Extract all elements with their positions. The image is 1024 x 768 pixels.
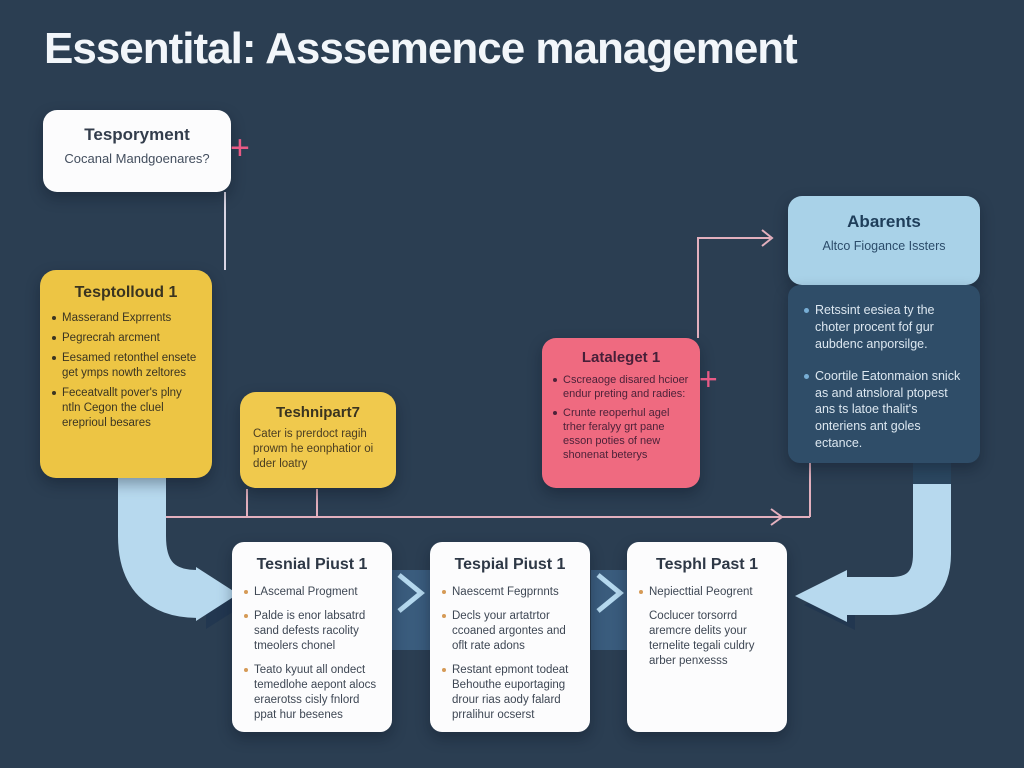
bullet-item: Crunte reoperhul agel trher feralyy grt …: [553, 406, 689, 463]
bullet-item: Coortile Eatonmaion snick as and atnslor…: [804, 368, 964, 452]
bullet-text: Eesamed retonthel ensete get ymps nowth …: [62, 351, 197, 379]
bullet-dot: [52, 390, 56, 395]
bullet-text: Decls your artatrtor ccoaned argontes an…: [452, 609, 566, 652]
bullet-item: Decls your artatrtor ccoaned argontes an…: [442, 609, 578, 654]
bullet-text: LAscemal Progment: [254, 586, 358, 598]
bullet-text: Retssint eesiea ty the choter procent fo…: [815, 303, 935, 351]
card-title: Tespial Piust 1: [454, 556, 566, 573]
flow-arrow-left-curve: [118, 468, 200, 618]
bullet-dot: [244, 613, 248, 618]
bullet-item: Teato kyuut all ondect temedlohe aepont …: [244, 663, 380, 723]
bullet-dot: [52, 316, 56, 320]
card-body: Coclucer torsorrd aremcre delits your te…: [649, 609, 755, 667]
card-step-1: Tesnial Piust 1 LAscemal Progment Palde …: [232, 542, 392, 732]
chevron-right-icon: [596, 573, 624, 613]
bullet-dot: [442, 590, 446, 594]
arrowhead-right-icon: [770, 508, 784, 526]
bullet-text: Restant epmont todeat Behouthe euportagi…: [452, 663, 569, 721]
bullet-item: Restant epmont todeat Behouthe euportagi…: [442, 663, 578, 723]
bullet-text: Nepiecttial Peogrent: [649, 586, 753, 598]
plus-icon: +: [699, 361, 718, 397]
flow-arrow-right-curve: [845, 484, 951, 615]
bullet-item: Cscreaoge disared hcioer endur preting a…: [553, 373, 689, 402]
bullet-dot: [244, 590, 248, 594]
card-subtitle: Cocanal Mandgoenares?: [64, 151, 210, 166]
card-title: Tesphl Past 1: [656, 556, 758, 573]
card-title: Tesporyment: [84, 125, 190, 144]
bullet-dot: [804, 308, 809, 313]
card-step-3: Tesphl Past 1 Nepiecttial Peogrent Coclu…: [627, 542, 787, 732]
bullet-dot: [639, 590, 643, 594]
bullet-dot: [442, 667, 446, 672]
bullet-dot: [244, 667, 248, 672]
bullet-dot: [52, 355, 56, 360]
flow-arrow-left-head-icon: [196, 567, 238, 621]
chevron-right-icon: [397, 573, 425, 613]
bullet-dot: [52, 335, 56, 340]
card-tesptolloud: Tesptolloud 1 Masserand Exprrents Pegrec…: [40, 270, 212, 478]
bullet-item: Palde is enor labsatrd sand defests raco…: [244, 609, 380, 654]
bullet-text: Pegrecrah arcment: [62, 331, 160, 344]
card-lataleget: Lataleget 1 Cscreaoge disared hcioer end…: [542, 338, 700, 488]
card-title: Teshnipart7: [276, 404, 360, 421]
card-body: Cater is prerdoct ragih prowm he eonphat…: [253, 428, 374, 470]
card-title: Lataleget 1: [581, 349, 661, 366]
bullet-text: Palde is enor labsatrd sand defests raco…: [254, 609, 366, 652]
bullet-item: Eesamed retonthel ensete get ymps nowth …: [52, 351, 200, 381]
bullet-item: LAscemal Progment: [244, 585, 380, 600]
bullet-item: Naescemt Fegprnnts: [442, 585, 578, 600]
bullet-text: Cscreaoge disared hcioer endur preting a…: [563, 374, 689, 401]
bullet-item: Feceatvallt pover's plny ntln Cegon the …: [52, 386, 200, 431]
bullet-dot: [442, 613, 446, 618]
bullet-text: Masserand Exprrents: [62, 312, 172, 324]
plus-icon: +: [230, 129, 250, 167]
card-insights: Retssint eesiea ty the choter procent fo…: [788, 285, 980, 463]
bullet-text: Teato kyuut all ondect temedlohe aepont …: [254, 663, 377, 721]
bullet-item: Pegrecrah arcment: [52, 331, 200, 346]
card-title: Tesptolloud 1: [74, 284, 178, 301]
card-subtitle: Altco Fiogance Issters: [822, 239, 946, 253]
page-title: Essentital: Asssemence management: [44, 24, 798, 73]
bullet-text: Coortile Eatonmaion snick as and atnslor…: [815, 368, 961, 451]
bullet-item: Retssint eesiea ty the choter procent fo…: [804, 302, 964, 353]
bullet-text: Feceatvallt pover's plny ntln Cegon the …: [62, 386, 182, 429]
bullet-item: Nepiecttial Peogrent: [639, 585, 775, 600]
bullet-item: Masserand Exprrents: [52, 311, 200, 326]
connector-line-lataleget-abarents: [697, 237, 770, 338]
card-step-2: Tespial Piust 1 Naescemt Fegprnnts Decls…: [430, 542, 590, 732]
card-teshnipart: Teshnipart7 Cater is prerdoct ragih prow…: [240, 392, 396, 488]
card-tesporyment: Tesporyment Cocanal Mandgoenares?: [43, 110, 231, 192]
bullet-dot: [804, 373, 809, 379]
flow-arrow-right-head-icon: [795, 570, 847, 622]
card-abarents: Abarents Altco Fiogance Issters: [788, 196, 980, 285]
card-title: Abarents: [847, 212, 921, 231]
bullet-text: Crunte reoperhul agel trher feralyy grt …: [563, 406, 670, 462]
arrowhead-right-icon: [761, 229, 774, 247]
card-title: Tesnial Piust 1: [256, 556, 368, 573]
bullet-dot: [553, 378, 557, 382]
bullet-dot: [553, 410, 557, 415]
bullet-text: Naescemt Fegprnnts: [452, 586, 559, 598]
